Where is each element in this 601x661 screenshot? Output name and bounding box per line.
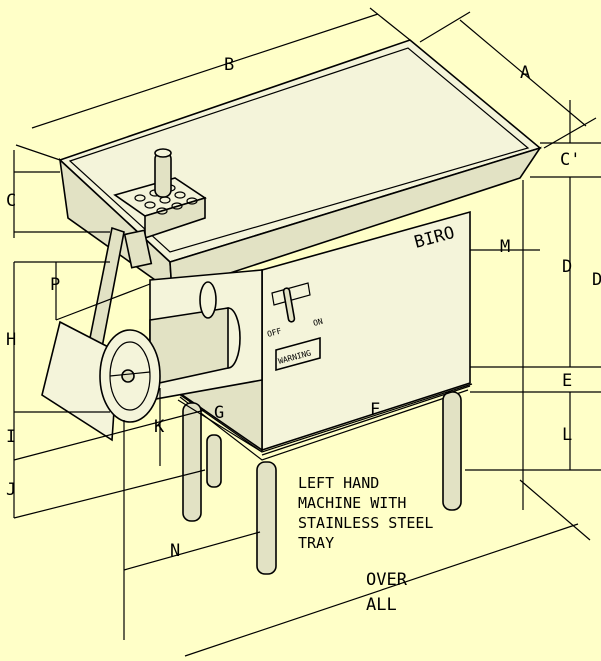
output-chute [41,320,119,442]
dim-l: L [562,425,572,445]
switch-off-label: OFF [266,326,282,338]
dimension-labels: A B C C' D D E F G H I J K L M N P [6,55,601,561]
dim-n: N [170,541,180,561]
overall-line-1: OVER [366,570,408,590]
dim-i: I [6,427,16,447]
dim-c: C [6,191,16,211]
dim-f: F [370,400,380,420]
dim-p: P [50,275,60,295]
machine-legs [182,391,462,575]
dim-c-prime: C' [560,150,580,170]
overall-line-2: ALL [366,595,397,615]
overall-label: OVER ALL [366,570,408,615]
machine-note: LEFT HAND MACHINE WITH STAINLESS STEEL T… [298,474,433,552]
dim-m: M [500,237,510,257]
dimension-lines [13,7,601,657]
dim-a: A [520,63,530,83]
dim-g: G [214,403,224,423]
note-line-1: LEFT HAND [298,474,379,492]
note-line-2: MACHINE WITH [298,494,406,512]
dim-e: E [562,371,572,391]
power-switch: OFF ON [266,282,324,339]
note-line-3: STAINLESS STEEL [298,514,433,532]
dim-k: K [154,417,165,437]
note-line-4: TRAY [298,534,334,552]
dim-d-cut: D [592,270,601,290]
switch-on-label: ON [312,317,324,328]
dim-d: D [562,257,572,277]
dim-j: J [6,480,16,500]
grinder-head [149,269,263,401]
warning-plate: WARNING [275,336,321,372]
dim-h: H [6,330,16,350]
dim-b: B [224,55,234,75]
end-ring [99,329,161,423]
